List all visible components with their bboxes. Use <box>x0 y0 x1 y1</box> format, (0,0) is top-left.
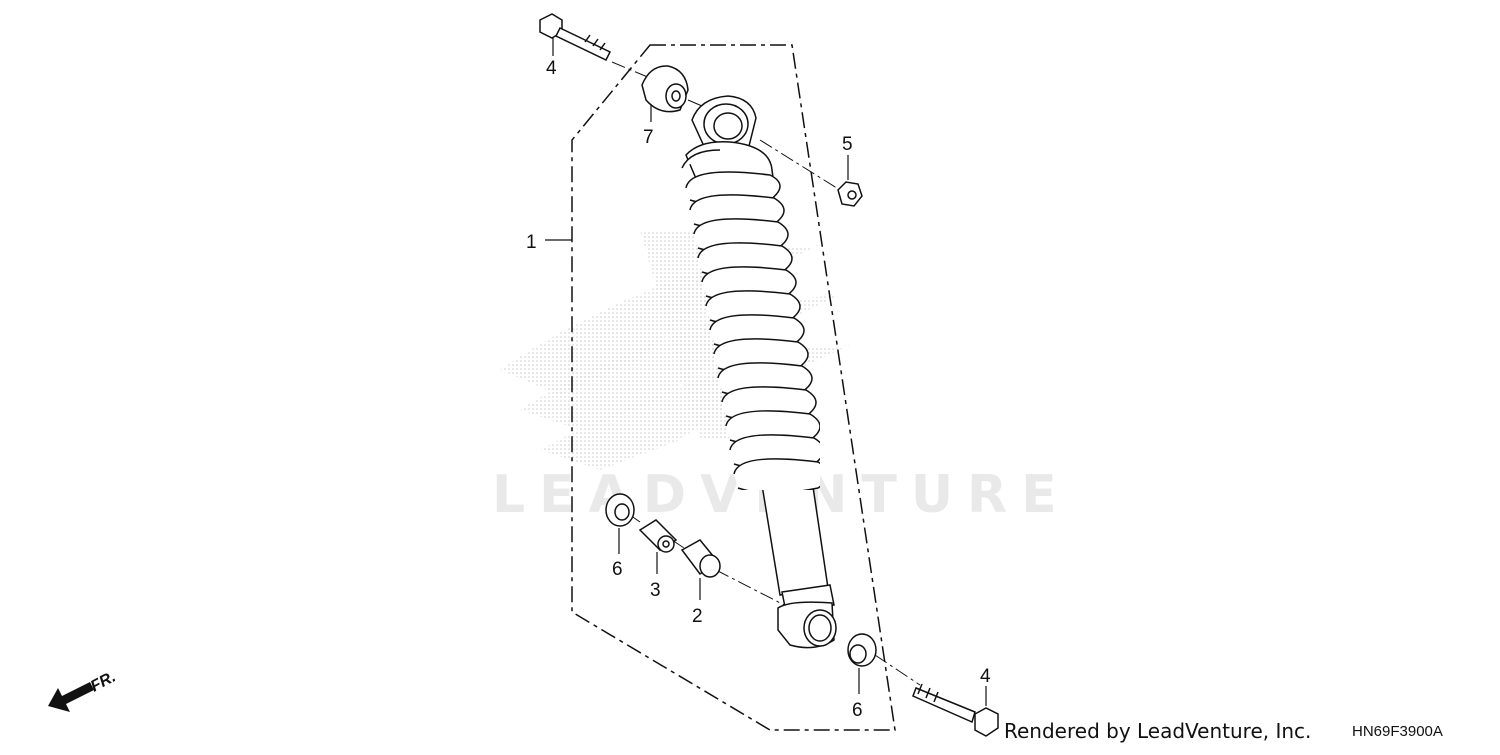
collar-3 <box>638 519 678 553</box>
callout-6-left: 6 <box>612 559 623 580</box>
bushing-2 <box>680 539 721 578</box>
washer-6-left <box>605 493 635 527</box>
center-lines <box>611 61 921 686</box>
callout-1: 1 <box>526 232 537 253</box>
callouts: 1 2 3 4 4 5 6 6 7 <box>526 58 991 721</box>
shock-absorber <box>681 95 837 649</box>
bushing-7 <box>641 65 689 113</box>
washer-6-right <box>847 633 877 667</box>
callout-6-right: 6 <box>852 700 863 721</box>
bolt-top <box>539 13 612 61</box>
callout-2: 2 <box>692 606 703 627</box>
callout-5: 5 <box>842 134 853 155</box>
diagram-code: HN69F3900A <box>1352 723 1443 740</box>
callout-3: 3 <box>650 580 661 601</box>
callout-7: 7 <box>643 127 654 148</box>
bolt-bottom <box>912 683 999 737</box>
front-arrow-icon: FR. <box>48 668 119 712</box>
nut-5 <box>837 181 863 207</box>
assembly-outline <box>571 44 896 731</box>
rendered-by-text: Rendered by LeadVenture, Inc. <box>1004 719 1311 743</box>
callout-4-bottom: 4 <box>980 666 991 687</box>
leader-lines <box>545 38 987 706</box>
callout-4-top: 4 <box>546 58 557 79</box>
front-arrow-label: FR. <box>88 668 119 695</box>
